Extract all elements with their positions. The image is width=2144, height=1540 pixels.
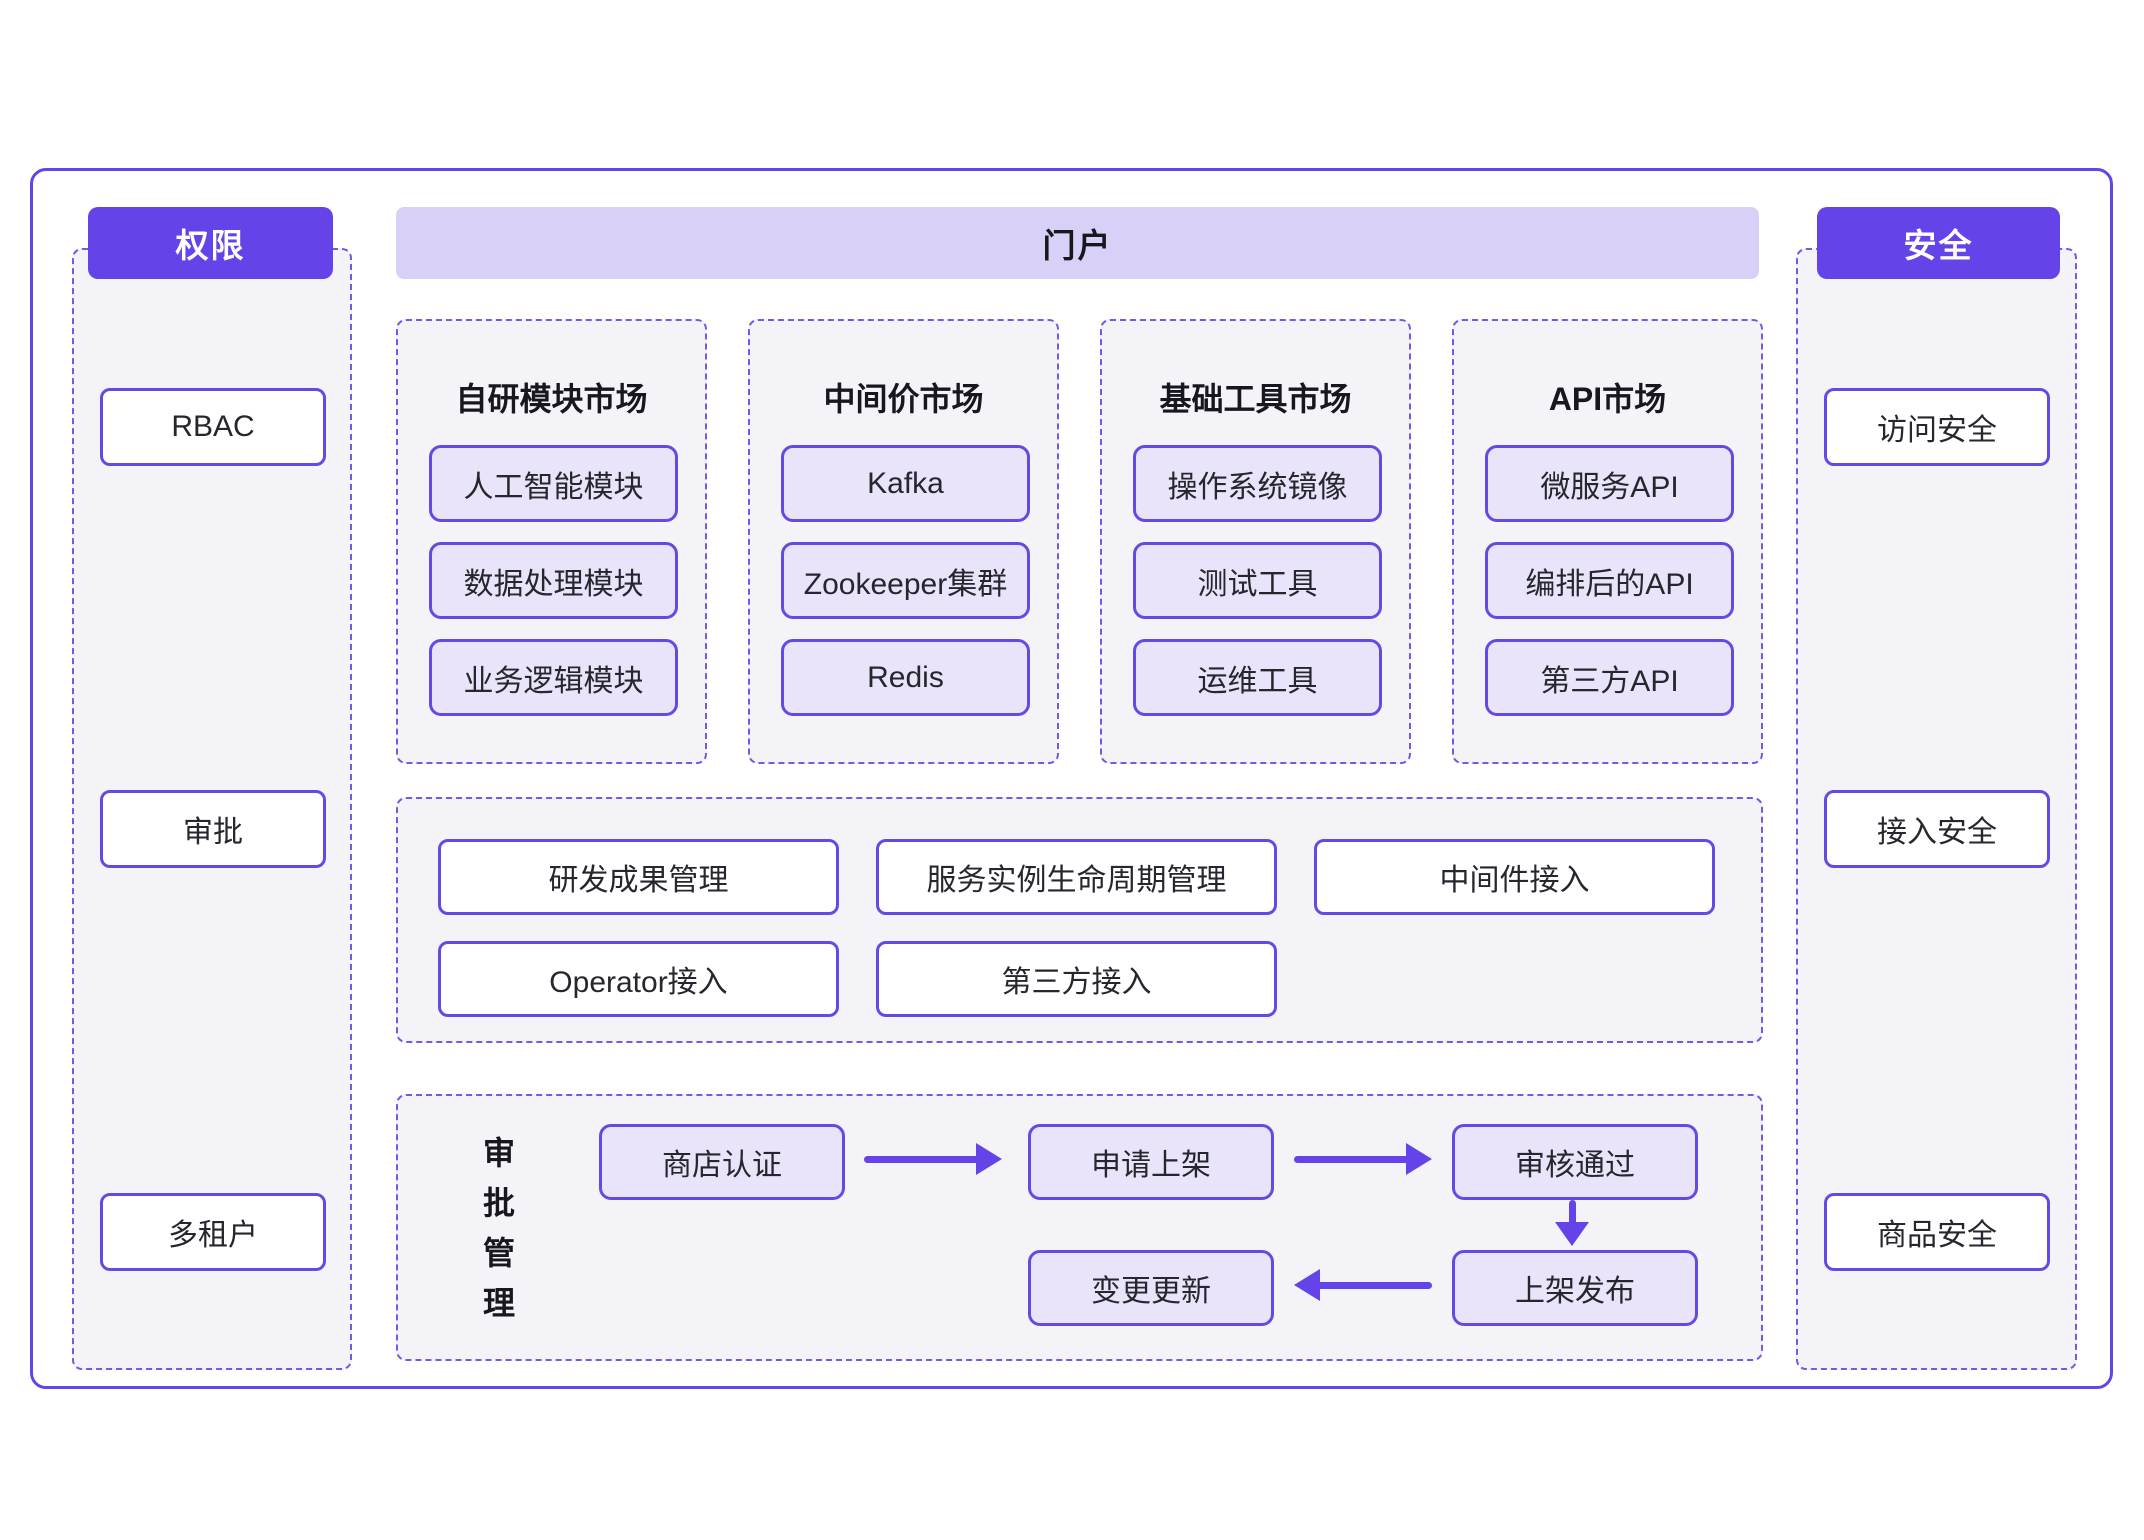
arrow-left-icon — [1294, 1269, 1432, 1301]
security-item-integration: 接入安全 — [1824, 790, 2050, 868]
market-item: 操作系统镜像 — [1133, 445, 1382, 522]
market-item: 编排后的API — [1485, 542, 1734, 619]
permissions-header: 权限 — [88, 207, 333, 279]
arrow-shaft — [1294, 1156, 1410, 1163]
portal-header-bar: 门户 — [396, 207, 1759, 279]
mgmt-service-lifecycle: 服务实例生命周期管理 — [876, 839, 1277, 915]
arrow-head — [1406, 1143, 1432, 1175]
arrow-shaft — [864, 1156, 980, 1163]
flow-step-apply-listing: 申请上架 — [1028, 1124, 1274, 1200]
market-title: 自研模块市场 — [455, 381, 648, 417]
flow-step-store-certification: 商店认证 — [599, 1124, 845, 1200]
arrow-shaft — [1569, 1200, 1576, 1226]
market-item: 测试工具 — [1133, 542, 1382, 619]
approval-panel: 审批管理 商店认证 申请上架 审核通过 上架发布 变更更新 — [396, 1094, 1763, 1361]
flow-step-review-passed: 审核通过 — [1452, 1124, 1698, 1200]
management-panel: 研发成果管理 服务实例生命周期管理 中间件接入 Operator接入 第三方接入 — [396, 797, 1763, 1043]
mgmt-third-party-access: 第三方接入 — [876, 941, 1277, 1017]
market-item: 数据处理模块 — [429, 542, 678, 619]
market-item: Zookeeper集群 — [781, 542, 1030, 619]
market-self-developed-modules: 自研模块市场 人工智能模块 数据处理模块 业务逻辑模块 — [396, 319, 707, 764]
approval-section-label: 审批管理 — [482, 1135, 515, 1321]
security-item-access: 访问安全 — [1824, 388, 2050, 466]
mgmt-middleware-access: 中间件接入 — [1314, 839, 1715, 915]
market-item: 微服务API — [1485, 445, 1734, 522]
security-item-product: 商品安全 — [1824, 1193, 2050, 1271]
permissions-item-rbac: RBAC — [100, 388, 326, 466]
arrow-head — [1555, 1222, 1589, 1246]
flow-step-publish: 上架发布 — [1452, 1250, 1698, 1326]
arrow-head — [976, 1143, 1002, 1175]
market-basic-tools: 基础工具市场 操作系统镜像 测试工具 运维工具 — [1100, 319, 1411, 764]
permissions-item-multitenant: 多租户 — [100, 1193, 326, 1271]
permissions-item-approval: 审批 — [100, 790, 326, 868]
arrow-down-icon — [1555, 1200, 1589, 1246]
market-item: 运维工具 — [1133, 639, 1382, 716]
flow-step-change-update: 变更更新 — [1028, 1250, 1274, 1326]
security-header: 安全 — [1817, 207, 2060, 279]
arrow-head — [1294, 1269, 1320, 1301]
arrow-shaft — [1316, 1282, 1432, 1289]
market-item: 业务逻辑模块 — [429, 639, 678, 716]
mgmt-operator-access: Operator接入 — [438, 941, 839, 1017]
arrow-right-icon — [864, 1143, 1002, 1175]
market-item: 第三方API — [1485, 639, 1734, 716]
market-title: 中间价市场 — [823, 381, 984, 417]
market-title: API市场 — [1548, 381, 1667, 417]
arrow-right-icon — [1294, 1143, 1432, 1175]
market-item: Redis — [781, 639, 1030, 716]
market-title: 基础工具市场 — [1159, 381, 1352, 417]
market-item: 人工智能模块 — [429, 445, 678, 522]
mgmt-rd-results: 研发成果管理 — [438, 839, 839, 915]
market-api: API市场 微服务API 编排后的API 第三方API — [1452, 319, 1763, 764]
market-item: Kafka — [781, 445, 1030, 522]
market-middleware: 中间价市场 Kafka Zookeeper集群 Redis — [748, 319, 1059, 764]
